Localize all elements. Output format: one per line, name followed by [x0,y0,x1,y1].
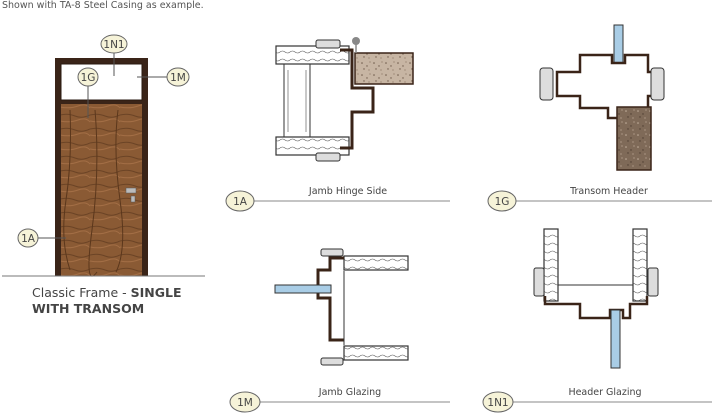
detail-1g-tag: 1G [495,196,510,208]
detail-jamb-hinge-side [275,37,414,162]
detail-1n1-tag: 1N1 [487,397,508,409]
detail-jamb-glazing [274,248,409,366]
transom-glass [60,63,143,101]
top-note: Shown with TA-8 Steel Casing as example. [2,0,204,11]
detail-1a-tag: 1A [233,196,248,208]
frame-caption-prefix: Classic Frame - [32,285,131,300]
detail-1a-label: Jamb Hinge Side [308,186,387,197]
door-handle [125,187,137,194]
frame-caption: Classic Frame - SINGLE [32,285,182,301]
callout-1g[interactable]: 1G [77,67,99,87]
frame-caption-line2: WITH TRANSOM [32,301,145,316]
detail-header-glazing [533,228,659,369]
detail-1m-tag: 1M [237,397,253,409]
detail-1m-label: Jamb Glazing [318,387,381,398]
detail-caption-1n1: 1N1 Header Glazing [482,387,712,413]
door-elevation [2,58,205,277]
callout-1m-label: 1M [170,72,186,84]
callout-1a[interactable]: 1A [17,228,39,248]
detail-caption-1a: 1A Jamb Hinge Side [225,186,450,212]
detail-caption-1g: 1G Transom Header [487,186,712,212]
frame-caption-bold-1: SINGLE [130,285,182,300]
callout-1n1-label: 1N1 [103,39,124,51]
callout-1a-label: 1A [21,233,36,245]
callout-1n1[interactable]: 1N1 [100,34,128,54]
detail-transom-header [539,24,665,171]
detail-caption-1m: 1M Jamb Glazing [229,387,450,413]
detail-1g-label: Transom Header [569,186,648,197]
callout-1m[interactable]: 1M [166,67,190,87]
detail-1n1-label: Header Glazing [568,387,641,398]
callout-1g-label: 1G [81,72,96,84]
